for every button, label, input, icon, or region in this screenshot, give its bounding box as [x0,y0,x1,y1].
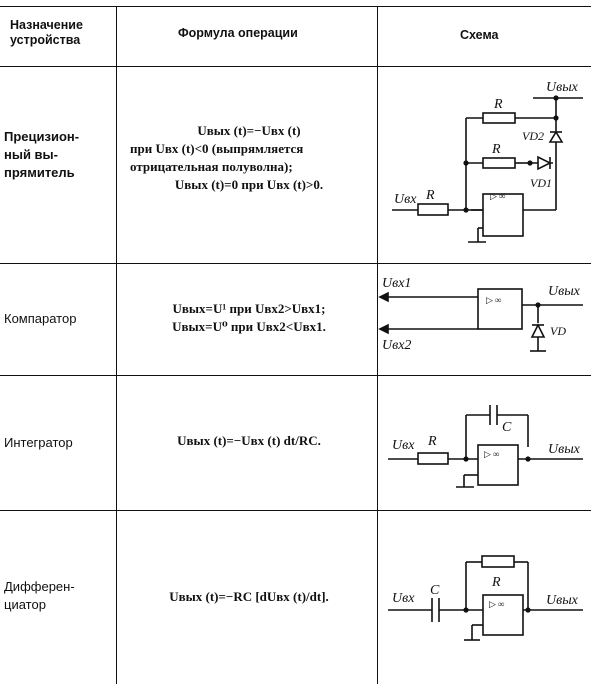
label-r-mid: R [491,142,501,157]
row-rule-3 [0,510,591,511]
label-in1: Uвх1 [382,276,411,291]
label-in: Uвх [394,192,417,207]
device-comparator-line1: Компаратор [4,311,77,326]
formula-rectifier-line3: отрицательная полуволна); [130,159,293,174]
label-c: C [430,583,440,598]
device-differentiator-line1: Дифферен- [4,579,75,594]
svg-text:▷ ∞: ▷ ∞ [489,599,505,609]
label-in: Uвх [392,438,415,453]
header-scheme: Схема [460,28,499,42]
formula-rectifier-line4: Uвых (t)=0 при Uвх (t)>0. [174,177,324,192]
label-r-in: R [425,188,435,203]
formula-integrator: Uвых (t)=−Uвх (t) dt/RC. [120,432,378,450]
formula-comparator-line2: Uвых=U⁰ при Uвх2<Uвх1. [172,319,326,334]
feedback-resistor-top [482,112,516,124]
column-rule-2 [377,6,378,684]
op-amp [482,193,524,237]
differentiator-op-amp [482,594,524,636]
header-col1-line2: устройства [10,33,81,47]
header-formula: Формула операции [178,26,298,40]
formula-rectifier: Uвых (t)=−Uвх (t) при Uвх (t)<0 (выпрямл… [120,122,378,194]
differentiator-resistor [481,555,515,568]
formula-rectifier-line2: при Uвх (t)<0 (выпрямляется [130,141,304,156]
feedback-resistor-mid [482,157,516,169]
rectifier-schematic: ▷ ∞ R R R Uвых Uвх VD2 VD1 [392,80,583,243]
device-differentiator-line2: циатор [4,597,46,612]
integrator-op-amp [477,444,519,486]
label-out: Uвых [548,442,581,457]
formula-comparator: Uвых=U¹ при Uвх2>Uвх1; Uвых=U⁰ при Uвх2<… [120,300,378,336]
device-rectifier-line1: Прецизион- [4,129,80,144]
input-resistor [417,203,449,216]
comparator-op-amp [477,288,523,330]
label-r: R [491,575,501,590]
integrator-resistor [417,452,449,465]
label-r: R [427,434,437,449]
label-vd2: VD2 [522,129,544,143]
header-rule [0,66,591,67]
label-c: C [502,420,512,435]
label-in2: Uвх2 [382,338,411,353]
header-col1-line1: Назначение [10,18,83,32]
formula-integrator-line1: Uвых (t)=−Uвх (t) dt/RC. [177,433,321,448]
label-out: Uвых [546,80,579,95]
device-differentiator: Дифферен- циатор [4,578,116,614]
header-device-purpose: Назначение устройства [10,18,83,48]
label-in: Uвх [392,591,415,606]
label-out: Uвых [548,284,581,299]
svg-text:▷ ∞: ▷ ∞ [490,191,506,201]
formula-differentiator-line1: Uвых (t)=−RC [dUвх (t)/dt]. [169,589,329,604]
row-rule-2 [0,375,591,376]
label-vd1: VD1 [530,176,552,190]
label-vd: VD [550,324,566,338]
device-rectifier-line3: прямитель [4,165,75,180]
formula-rectifier-line1: Uвых (t)=−Uвх (t) [197,123,301,138]
column-rule-1 [116,6,117,684]
svg-text:▷ ∞: ▷ ∞ [486,295,502,305]
formula-comparator-line1: Uвых=U¹ при Uвх2>Uвх1; [172,301,326,316]
device-rectifier-line2: ный вы- [4,147,58,162]
device-comparator: Компаратор [4,310,116,328]
differentiator-schematic: ▷ ∞ Uвх C R Uвых [388,555,583,641]
integrator-schematic: ▷ ∞ Uвх R C Uвых [388,405,583,488]
label-r-top: R [493,97,503,112]
table-top-rule [0,6,591,7]
comparator-schematic: ▷ ∞ Uвх1 Uвх2 Uвых VD [378,276,583,353]
device-rectifier: Прецизион- ный вы- прямитель [4,128,116,182]
row-rule-1 [0,263,591,264]
formula-differentiator: Uвых (t)=−RC [dUвх (t)/dt]. [120,588,378,606]
svg-text:▷ ∞: ▷ ∞ [484,449,500,459]
device-integrator: Интегратор [4,434,116,452]
label-out: Uвых [546,593,579,608]
device-integrator-line1: Интегратор [4,435,73,450]
